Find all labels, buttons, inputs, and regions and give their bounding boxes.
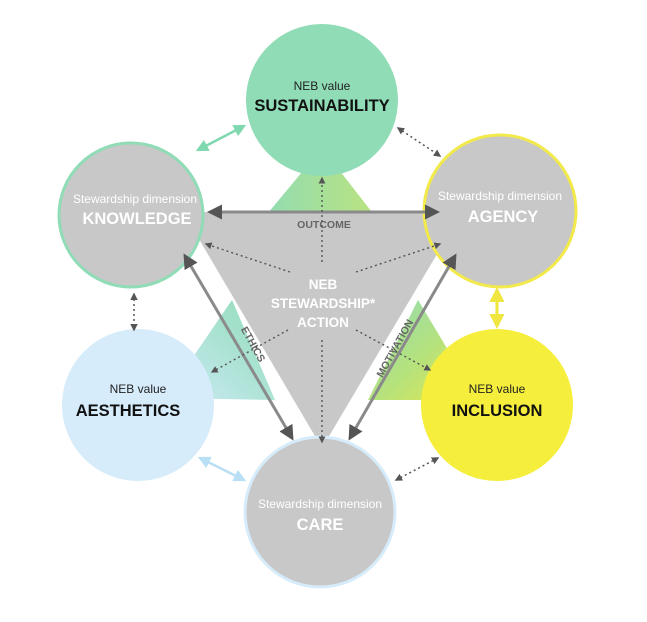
knowledge-name: KNOWLEDGE [82, 210, 191, 228]
care-circle [245, 437, 395, 587]
knowledge-ring [57, 141, 205, 289]
edge-ethics-arrow [183, 253, 294, 441]
sustainability-name: SUSTAINABILITY [254, 97, 389, 115]
center-connectors [204, 176, 442, 444]
arrow-sustainability-agency [396, 127, 442, 157]
connector-to-inclusion [355, 329, 432, 371]
center-line-2: STEWARDSHIP* [271, 296, 376, 311]
node-agency: Stewardship dimension AGENCY [422, 133, 578, 289]
center-line-1: NEB [309, 277, 338, 292]
center-label: NEB STEWARDSHIP* ACTION [271, 277, 376, 330]
node-knowledge: Stewardship dimension KNOWLEDGE [57, 141, 205, 289]
sustainability-circle [246, 24, 398, 176]
inclusion-name: INCLUSION [452, 402, 543, 420]
arrow-knowledge-sustainability [195, 124, 247, 152]
arrow-aesthetics-care [197, 456, 247, 482]
aesthetics-kind: NEB value [110, 382, 167, 396]
node-aesthetics: NEB value AESTHETICS [62, 329, 214, 481]
care-name: CARE [297, 516, 344, 534]
arrow-care-inclusion [394, 457, 440, 481]
care-kind: Stewardship dimension [258, 497, 382, 511]
inclusion-circle [421, 329, 573, 481]
aesthetics-name: AESTHETICS [76, 402, 181, 420]
edge-label-outcome: OUTCOME [297, 219, 351, 231]
edge-motivation-arrow [348, 253, 457, 441]
center-line-3: ACTION [297, 315, 349, 330]
knowledge-kind: Stewardship dimension [73, 192, 197, 206]
inclusion-kind: NEB value [469, 382, 526, 396]
sustainability-kind: NEB value [294, 79, 351, 93]
agency-name: AGENCY [468, 208, 539, 226]
knowledge-circle [59, 143, 203, 287]
node-care: Stewardship dimension CARE [243, 435, 397, 589]
agency-circle [424, 135, 576, 287]
node-inclusion: NEB value INCLUSION [421, 329, 573, 481]
aesthetics-circle [62, 329, 214, 481]
node-sustainability: NEB value SUSTAINABILITY [246, 24, 398, 176]
agency-kind: Stewardship dimension [438, 189, 562, 203]
